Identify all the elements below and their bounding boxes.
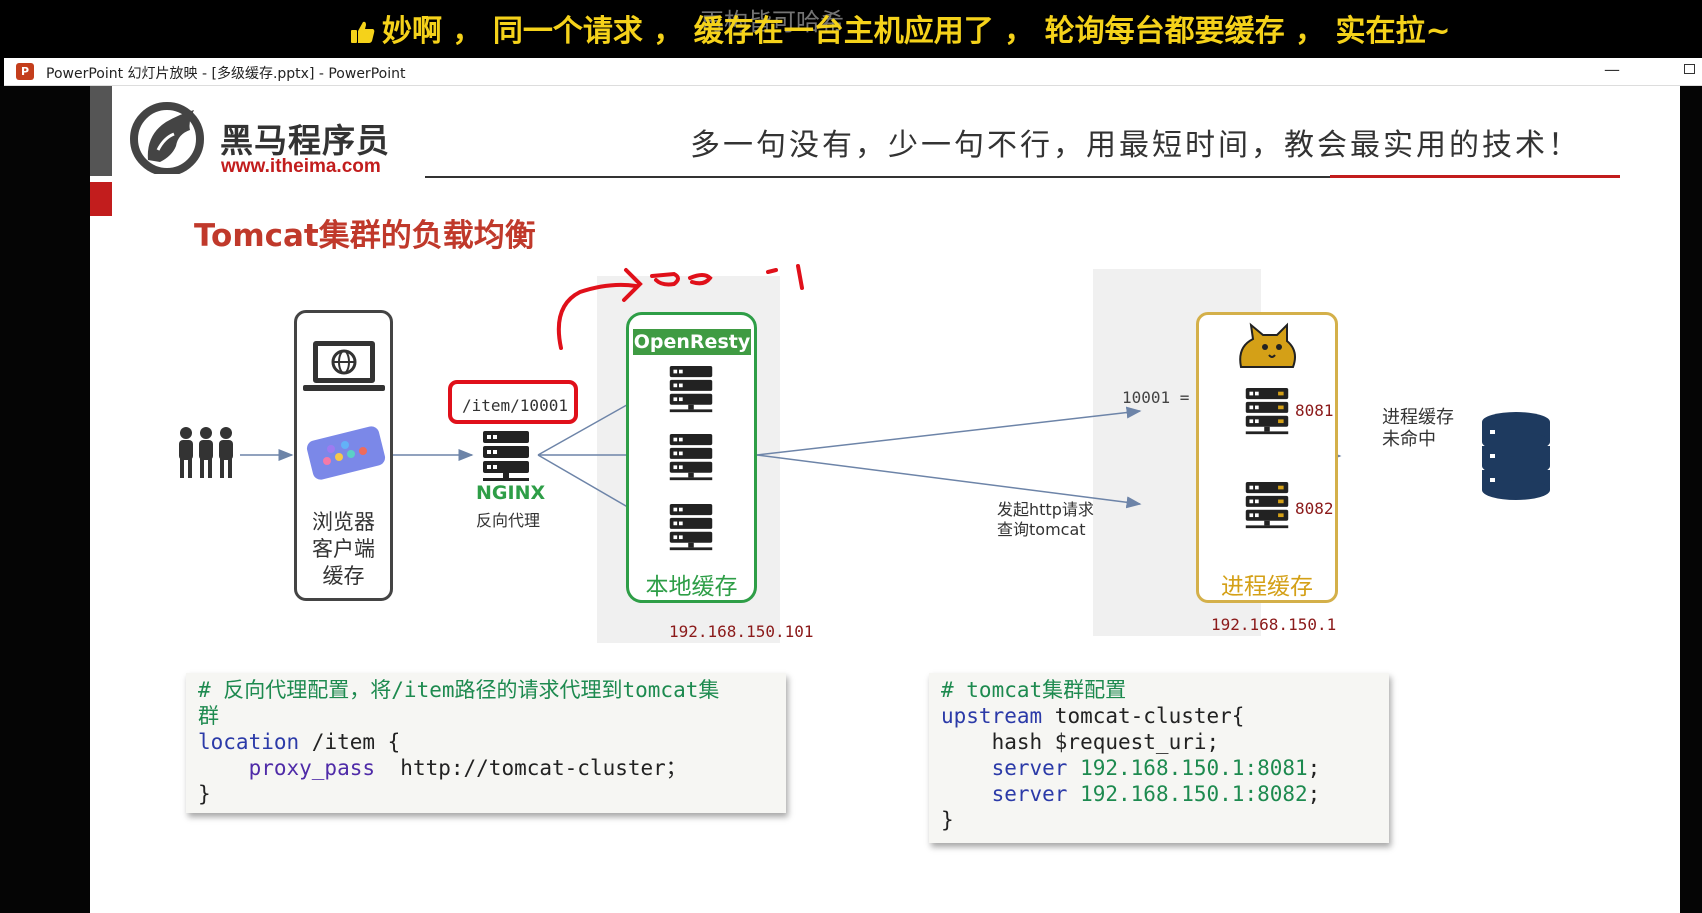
smartphone-icon: [306, 426, 386, 480]
slide-deco-bar-gray: [90, 86, 112, 176]
code-text: tomcat-cluster{: [1042, 704, 1245, 728]
browser-label-line: 浏览器: [312, 510, 375, 534]
database-icon: [1482, 412, 1550, 500]
code-comment: # 反向代理配置，将/item路径的请求代理到tomcat集: [198, 678, 720, 702]
slide-slogan: 多一句没有，少一句不行，用最短时间，教会最实用的技术！: [690, 128, 1581, 163]
url-highlight-circle: [448, 380, 578, 424]
diagram-connectors: [240, 264, 1342, 525]
powerpoint-icon: P: [16, 63, 34, 80]
code-keyword: server: [991, 782, 1068, 806]
port-label-8081: 8081: [1295, 401, 1334, 420]
laptop-icon: [303, 341, 385, 391]
tomcat-server-8082-icon: [1245, 482, 1289, 529]
tomcat-cluster-config-code: # tomcat集群配置 upstream tomcat-cluster{ ha…: [929, 673, 1389, 843]
code-keyword: location: [198, 730, 300, 754]
users-icon: [179, 427, 233, 478]
right-margin: [1680, 86, 1702, 913]
brand-name: 黑马程序员: [220, 121, 390, 160]
tomcat-cat-icon: [1239, 322, 1296, 368]
horse-logo-icon: [130, 102, 204, 174]
code-keyword: upstream: [941, 704, 1043, 728]
code-keyword: proxy_pass: [248, 756, 376, 780]
left-margin: [0, 86, 90, 913]
browser-client-box: 浏览器 客户端 缓存: [294, 310, 393, 601]
code-indent: [941, 782, 992, 806]
handwritten-annotation: [556, 264, 804, 350]
window-title: PowerPoint 幻灯片放映 - [多级缓存.pptx] - PowerPo…: [46, 66, 406, 82]
code-text: /item {: [299, 730, 401, 754]
code-comment: # tomcat集群配置: [941, 678, 1127, 702]
code-server-line: server 192.168.150.1:8081;: [941, 755, 1377, 781]
request-url: /item/10001: [462, 396, 568, 415]
cache-miss-label: 进程缓存 未命中: [1382, 407, 1454, 451]
openresty-ip: 192.168.150.101: [669, 622, 814, 641]
browser-label-line: 缓存: [322, 564, 365, 588]
request-label: 发起http请求 查询tomcat: [997, 500, 1094, 540]
nginx-config-code: # 反向代理配置，将/item路径的请求代理到tomcat集 群 locatio…: [186, 673, 786, 813]
danmaku-bar: 再构皆可哈希 妙啊 ， 同一个请求 ， 缓存在一台主机应用了 ， 轮询每台都要缓…: [0, 0, 1702, 56]
maximize-button[interactable]: [1684, 64, 1695, 74]
request-label-line: 发起http请求: [997, 500, 1094, 519]
code-comment-cont: 群: [198, 704, 219, 728]
code-text: ;: [1307, 756, 1321, 780]
code-upstream-line: upstream tomcat-cluster{: [941, 703, 1377, 729]
openresty-box: OpenResty 本地缓存: [626, 312, 757, 603]
slide-deco-bar-red: [90, 182, 112, 216]
code-value: 192.168.150.1:8081: [1067, 756, 1308, 780]
thumbs-up-icon: [351, 21, 375, 43]
code-indent: [941, 756, 992, 780]
code-indent: [198, 756, 249, 780]
code-server-line: server 192.168.150.1:8082;: [941, 781, 1377, 807]
cache-miss-line: 未命中: [1382, 429, 1436, 450]
brand-url: www.itheima.com: [221, 156, 381, 177]
code-close-brace: }: [941, 808, 954, 832]
slide: 黑马程序员 www.itheima.com 多一句没有，少一句不行，用最短时间，…: [90, 86, 1680, 913]
window-titlebar: P PowerPoint 幻灯片放映 - [多级缓存.pptx] - Power…: [4, 58, 1702, 86]
openresty-server-1-icon: [669, 366, 713, 413]
browser-label-line: 客户端: [312, 537, 375, 561]
code-text: http://tomcat-cluster；: [375, 756, 687, 780]
danmaku-ghost-comment: 再构皆可哈希: [700, 8, 844, 36]
code-text: ;: [1307, 782, 1321, 806]
minimize-button[interactable]: —: [1604, 60, 1620, 79]
port-label-8082: 8082: [1295, 499, 1334, 518]
nginx-server-icon: [483, 431, 529, 481]
player-logo-icon: [1640, 870, 1680, 910]
request-label-line: 查询tomcat: [997, 520, 1086, 539]
header-divider: [425, 176, 1620, 178]
code-keyword: server: [991, 756, 1068, 780]
header-divider-accent: [1330, 175, 1620, 178]
code-hash-line: hash $request_uri;: [941, 730, 1220, 754]
openresty-server-3-icon: [669, 504, 713, 551]
tomcat-box: 8081 8082 进程缓存: [1196, 312, 1338, 603]
openresty-badge: OpenResty: [633, 329, 751, 355]
code-close-brace: }: [198, 782, 211, 806]
code-value: 192.168.150.1:8082: [1067, 782, 1308, 806]
danmaku-comment-text: 妙啊 ， 同一个请求 ， 缓存在一台主机应用了 ， 轮询每台都要缓存 ， 实在拉…: [382, 14, 1451, 49]
tomcat-ip: 192.168.150.1: [1211, 615, 1337, 634]
slide-title: Tomcat集群的负载均衡: [194, 218, 536, 254]
tomcat-footer: 进程缓存: [1221, 574, 1313, 600]
tomcat-server-8081-icon: [1245, 388, 1289, 435]
danmaku-comment: 妙啊 ， 同一个请求 ， 缓存在一台主机应用了 ， 轮询每台都要缓存 ， 实在拉…: [350, 6, 1451, 50]
nginx-logo: NGINX: [476, 482, 546, 504]
code-location-line: location /item {: [198, 729, 774, 755]
openresty-server-2-icon: [669, 434, 713, 481]
openresty-footer: 本地缓存: [645, 574, 738, 600]
code-proxy-line: proxy_pass http://tomcat-cluster；: [198, 755, 774, 781]
browser-client-label: 浏览器 客户端 缓存: [297, 509, 390, 590]
nginx-label: 反向代理: [476, 511, 541, 530]
cache-miss-line: 进程缓存: [1382, 407, 1454, 428]
